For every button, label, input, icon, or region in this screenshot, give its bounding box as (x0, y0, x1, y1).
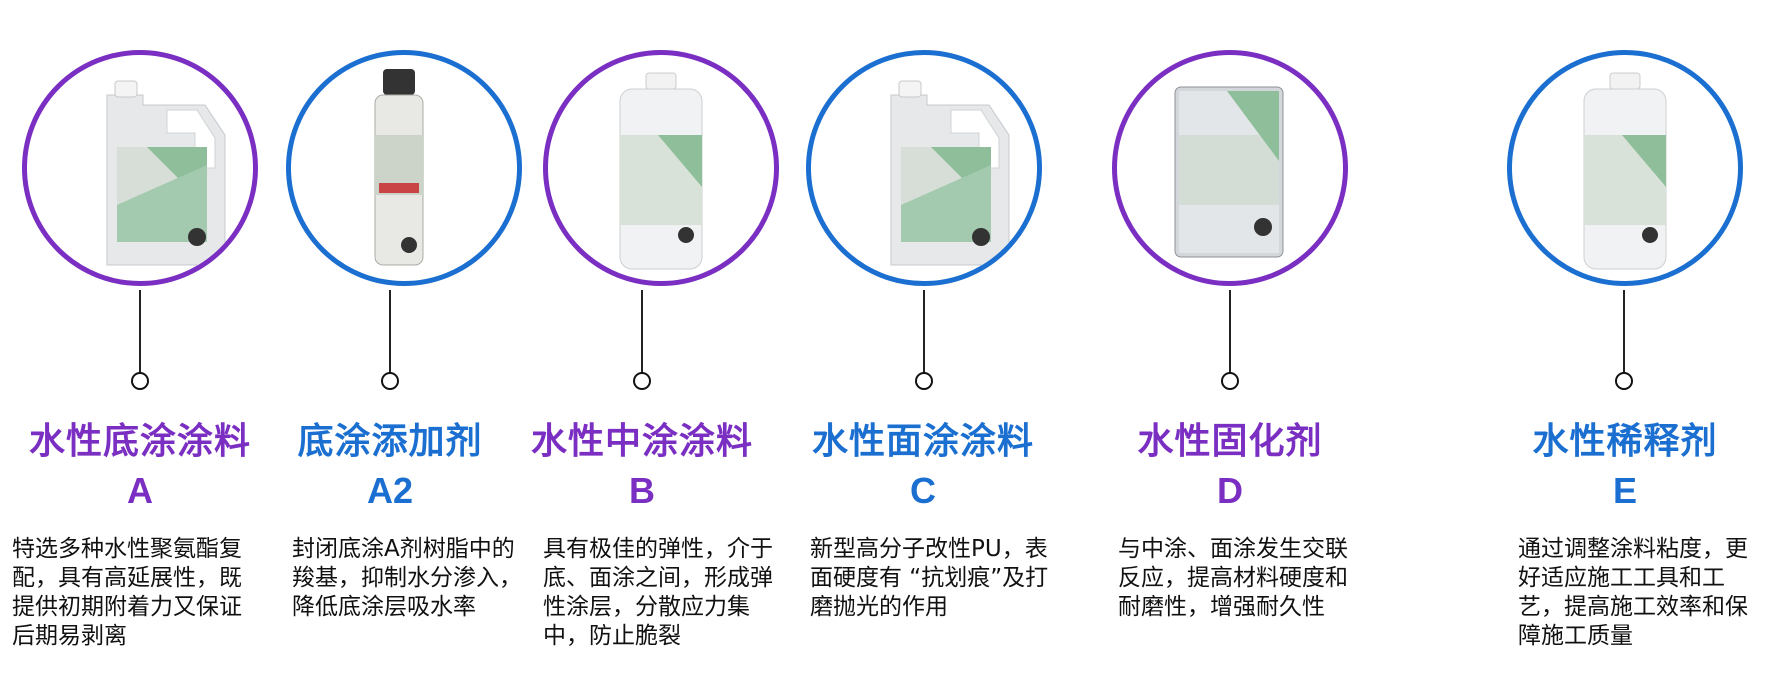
jug-container-image (106, 80, 226, 266)
product-image-ring (22, 50, 258, 286)
product-title: 水性中涂涂料 (530, 421, 753, 462)
jug-container-image (890, 80, 1010, 266)
product-card-c: 水性面涂涂料 C 新型高分子改性PU，表面硬度有 “抗划痕”及打磨抛光的作用 (806, 0, 1200, 695)
product-description: 具有极佳的弹性，介于底、面涂之间，形成弹性涂层，分散应力集中，防止脆裂 (543, 536, 773, 649)
connector-node (1615, 372, 1633, 390)
connector-line (1229, 290, 1231, 376)
connector-line (139, 290, 141, 376)
product-description: 与中涂、面涂发生交联反应，提高材料硬度和耐磨性，增强耐久性 (1118, 536, 1348, 620)
product-card-a2: 底涂添加剂 A2 封闭底涂A剂树脂中的羧基，抑制水分渗入，降低底涂层吸水率 (286, 0, 600, 695)
tin-container-image (1174, 86, 1284, 258)
product-image-ring (806, 50, 1042, 286)
connector-node (381, 372, 399, 390)
product-description: 通过调整涂料粘度，更好适应施工工具和工艺，提高施工效率和保障施工质量 (1518, 536, 1748, 649)
product-title: 底涂添加剂 (297, 421, 483, 462)
connector-line (1623, 290, 1625, 376)
product-code: D (1217, 470, 1243, 511)
product-title: 水性底涂涂料 (28, 421, 251, 462)
product-card-b: 水性中涂涂料 B 具有极佳的弹性，介于底、面涂之间，形成弹性涂层，分散应力集中，… (531, 0, 900, 695)
product-title: 水性面涂涂料 (811, 421, 1034, 462)
connector-node (1221, 372, 1239, 390)
product-card-a: 水性底涂涂料 A 特选多种水性聚氨酯复配，具有高延展性，既提供初期附着力又保证后… (0, 0, 300, 695)
product-image-ring (543, 50, 779, 286)
product-card-e: 水性稀释剂 E 通过调整涂料粘度，更好适应施工工具和工艺，提高施工效率和保障施工… (1500, 0, 1790, 695)
connector-line (641, 290, 643, 376)
connector-line (923, 290, 925, 376)
product-description: 新型高分子改性PU，表面硬度有 “抗划痕”及打磨抛光的作用 (810, 536, 1049, 620)
connector-node (633, 372, 651, 390)
product-code: C (910, 470, 936, 511)
product-code: B (629, 470, 655, 511)
product-code: A (127, 470, 153, 511)
product-code: E (1612, 470, 1637, 511)
product-description: 特选多种水性聚氨酯复配，具有高延展性，既提供初期附着力又保证后期易剥离 (12, 536, 242, 649)
product-image-ring (286, 50, 522, 286)
product-image-ring (1112, 50, 1348, 286)
product-card-d: 水性固化剂 D 与中涂、面涂发生交联反应，提高材料硬度和耐磨性，增强耐久性 (1112, 0, 1500, 695)
can-container-image (374, 69, 424, 266)
connector-node (915, 372, 933, 390)
product-description: 封闭底涂A剂树脂中的羧基，抑制水分渗入，降低底涂层吸水率 (292, 536, 522, 620)
connector-line (389, 290, 391, 376)
product-title: 水性稀释剂 (1532, 421, 1718, 462)
product-image-ring (1507, 50, 1743, 286)
product-code: A2 (366, 470, 414, 511)
bottle-container-image (619, 72, 703, 270)
connector-node (131, 372, 149, 390)
bottle-container-image (1583, 72, 1667, 270)
product-title: 水性固化剂 (1137, 421, 1323, 462)
